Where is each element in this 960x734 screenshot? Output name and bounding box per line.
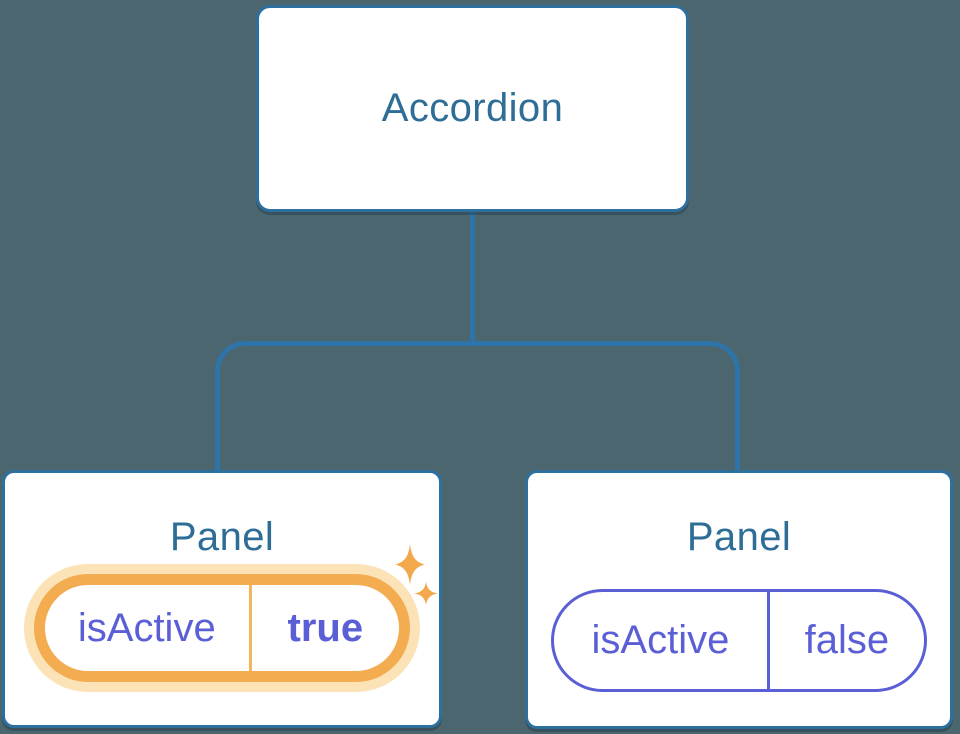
panel-node-active: Panel isActive true — [2, 470, 442, 728]
state-value-label: false — [804, 618, 890, 662]
panel-label: Panel — [686, 515, 792, 559]
accordion-node: Accordion — [256, 5, 689, 212]
pill-divider — [248, 585, 252, 671]
state-name-label: isActive — [77, 605, 216, 650]
pill-divider — [766, 592, 770, 689]
state-pill-inactive: isActive false — [551, 589, 927, 692]
state-pill-active: isActive true — [34, 574, 410, 682]
sparkle-icon-large — [395, 544, 425, 585]
panel-label: Panel — [169, 515, 275, 559]
connector-branches — [215, 341, 740, 471]
panel-node-inactive: Panel isActive false — [525, 470, 953, 729]
accordion-label: Accordion — [381, 86, 564, 130]
sparkle-icon-small — [414, 582, 438, 605]
connector-stem — [470, 210, 475, 344]
state-name-label: isActive — [591, 618, 730, 662]
state-value-label: true — [287, 605, 364, 650]
